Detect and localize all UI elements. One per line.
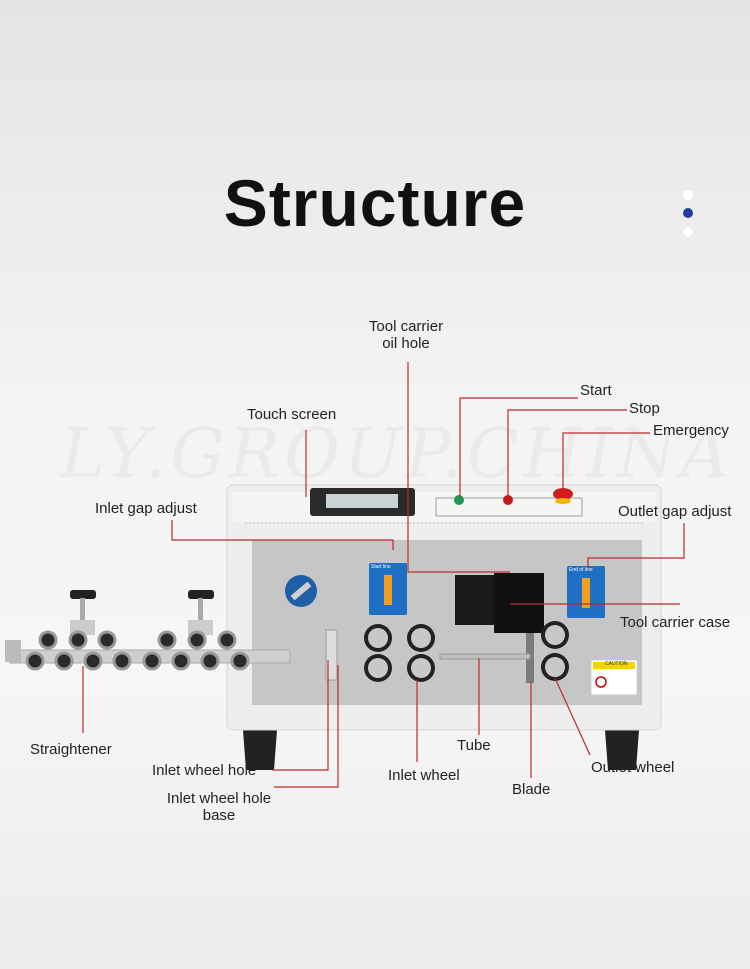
label-emergency: Emergency [653, 422, 729, 439]
label-line: Inlet wheel hole [166, 790, 272, 807]
front-panel [252, 540, 642, 705]
label-inlet-wheel-hole-base: Inlet wheel hole base [160, 790, 278, 824]
inlet-wheel-hole-base [325, 629, 338, 681]
label-inlet-wheel-hole: Inlet wheel hole [152, 762, 257, 779]
page-title: Structure [223, 166, 527, 240]
emergency-button [553, 488, 573, 500]
label-line: Tool carrier [368, 318, 444, 335]
straightener [5, 590, 291, 671]
label-line: oil hole [382, 335, 430, 352]
label-inlet-wheel: Inlet wheel [388, 767, 460, 784]
label-outlet-wheel: Outlet wheel [591, 759, 675, 776]
label-tool-carrier-case: Tool carrier case [620, 614, 731, 631]
start-button [454, 495, 464, 505]
pager-dot[interactable] [683, 190, 693, 200]
label-line: base [202, 807, 236, 824]
label-outlet-gap-adjust: Outlet gap adjust [618, 503, 732, 520]
caution-text: CAUTION [605, 661, 628, 667]
leader-lines [82, 362, 685, 788]
tool-carrier-case [455, 575, 500, 625]
label-inlet-gap-adjust: Inlet gap adjust [95, 500, 197, 517]
machine-feet [243, 730, 639, 770]
label-blade: Blade [512, 781, 551, 798]
end-line-text: End of line [569, 567, 593, 573]
pager-dot-active[interactable] [683, 208, 693, 218]
label-touch-screen: Touch screen [247, 406, 337, 423]
pager-dot[interactable] [683, 227, 693, 237]
label-start: Start [580, 382, 612, 399]
watermark: LY.GROUP.CHINA [60, 415, 734, 494]
stop-button [503, 495, 513, 505]
label-stop: Stop [629, 400, 660, 417]
label-tool-carrier-oil-hole: Tool carrier oil hole [355, 318, 457, 352]
label-straightener: Straightener [30, 741, 112, 758]
tube [439, 653, 531, 660]
label-tube: Tube [457, 737, 491, 754]
start-line-text: Start line [371, 564, 391, 570]
